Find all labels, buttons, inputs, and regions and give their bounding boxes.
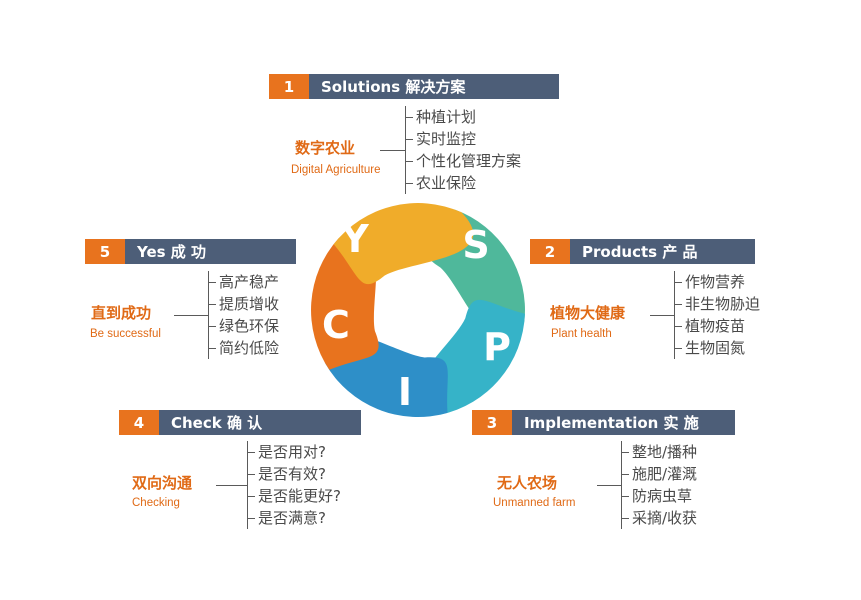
section-4-sub-label: Checking	[132, 497, 180, 509]
section-3-item-4: 采摘/收获	[621, 509, 698, 527]
section-2-header: 2 Products 产 品	[530, 239, 755, 264]
section-5-number: 5	[85, 239, 125, 264]
section-4-item-3: 是否能更好?	[248, 487, 341, 505]
section-4-item-1: 是否用对?	[248, 441, 341, 463]
section-1-header: 1 Solutions 解决方案	[269, 74, 559, 99]
section-1-item-2: 实时监控	[405, 128, 521, 150]
section-5-sub-label: Be successful	[90, 328, 161, 340]
section-4-list: 是否用对? 是否有效? 是否能更好? 是否满意?	[247, 441, 341, 529]
section-5-item-1: 高产稳产	[208, 273, 280, 291]
section-1-item-4: 农业保险	[405, 172, 521, 194]
section-2-connector	[650, 315, 674, 316]
section-1-title: Solutions 解决方案	[309, 74, 559, 99]
section-3-item-2: 施肥/灌溉	[621, 465, 698, 483]
cycle-blade-y	[333, 203, 474, 285]
section-5-header: 5 Yes 成 功	[85, 239, 296, 264]
section-5-main-label: 直到成功	[91, 304, 152, 322]
section-3-number: 3	[472, 410, 512, 435]
cycle-letter-s: S	[462, 223, 489, 267]
section-2-main-label: 植物大健康	[550, 304, 626, 322]
section-2-item-1: 作物营养	[674, 271, 760, 293]
section-5-item-4: 简约低险	[208, 339, 280, 357]
section-2-item-3: 植物疫苗	[674, 315, 760, 337]
cycle-letters: S P I C Y	[322, 217, 511, 414]
section-1-item-3: 个性化管理方案	[405, 152, 522, 170]
section-2-item-2: 非生物胁迫	[674, 295, 761, 313]
section-3-connector	[597, 485, 621, 486]
section-3-header: 3 Implementation 实 施	[472, 410, 735, 435]
section-1-sub-label: Digital Agriculture	[291, 164, 381, 176]
section-1-list: 种植计划 实时监控 个性化管理方案 农业保险	[405, 106, 521, 194]
section-2-number: 2	[530, 239, 570, 264]
section-5-title: Yes 成 功	[125, 239, 296, 264]
section-2-item-4: 生物固氮	[674, 337, 760, 359]
section-4-main-label: 双向沟通	[132, 474, 193, 492]
section-4-title: Check 确 认	[159, 410, 361, 435]
cycle-letter-p: P	[483, 325, 511, 369]
section-3-main-label: 无人农场	[497, 474, 558, 492]
section-2-title: Products 产 品	[570, 239, 755, 264]
cycle-letter-i: I	[398, 370, 412, 414]
section-2-sub-label: Plant health	[551, 328, 612, 340]
cycle-letter-y: Y	[340, 217, 369, 261]
section-4-connector	[216, 485, 247, 486]
section-5-item-3: 绿色环保	[208, 317, 280, 335]
section-1-main-label: 数字农业	[295, 139, 356, 157]
section-5-list: 高产稳产 提质增收 绿色环保 简约低险	[208, 271, 279, 359]
section-3-sub-label: Unmanned farm	[493, 497, 576, 509]
section-1-number: 1	[269, 74, 309, 99]
section-1-connector	[380, 150, 405, 151]
section-3-list: 整地/播种 施肥/灌溉 防病虫草 采摘/收获	[621, 441, 697, 529]
cycle-blades	[311, 203, 525, 418]
section-4-number: 4	[119, 410, 159, 435]
section-3-title: Implementation 实 施	[512, 410, 735, 435]
section-4-header: 4 Check 确 认	[119, 410, 361, 435]
section-2-list: 作物营养 非生物胁迫 植物疫苗 生物固氮	[674, 271, 760, 359]
section-1-item-1: 种植计划	[405, 106, 521, 128]
cycle-letter-c: C	[322, 303, 350, 347]
section-5-connector	[174, 315, 208, 316]
section-4-item-2: 是否有效?	[248, 463, 341, 485]
section-5-item-2: 提质增收	[208, 295, 280, 313]
section-4-item-4: 是否满意?	[248, 507, 341, 529]
section-3-item-3: 防病虫草	[621, 485, 697, 507]
section-3-item-1: 整地/播种	[621, 443, 698, 461]
